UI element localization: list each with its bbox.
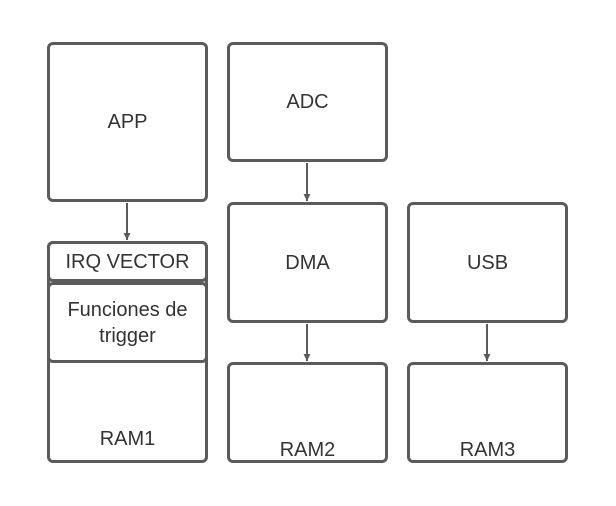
app-block: APP — [47, 42, 208, 202]
irq-vector-block: IRQ VECTOR — [47, 241, 208, 282]
usb-label: USB — [466, 251, 509, 274]
dma-block: DMA — [227, 202, 388, 323]
ram3-label: RAM3 — [459, 439, 516, 461]
ram2-block — [227, 362, 388, 463]
dma-label: DMA — [285, 251, 330, 274]
adc-block: ADC — [227, 42, 388, 162]
usb-block: USB — [407, 202, 568, 323]
ram2-label: RAM2 — [279, 439, 336, 461]
irq-vector-label: IRQ VECTOR — [65, 250, 190, 273]
ram1-label: RAM1 — [99, 428, 156, 450]
adc-label: ADC — [286, 91, 329, 113]
trigger-functions-label: Funciones de trigger — [67, 298, 188, 347]
app-label: APP — [107, 111, 148, 133]
ram3-block — [407, 362, 568, 463]
trigger-functions-block: Funciones de trigger — [47, 282, 208, 363]
